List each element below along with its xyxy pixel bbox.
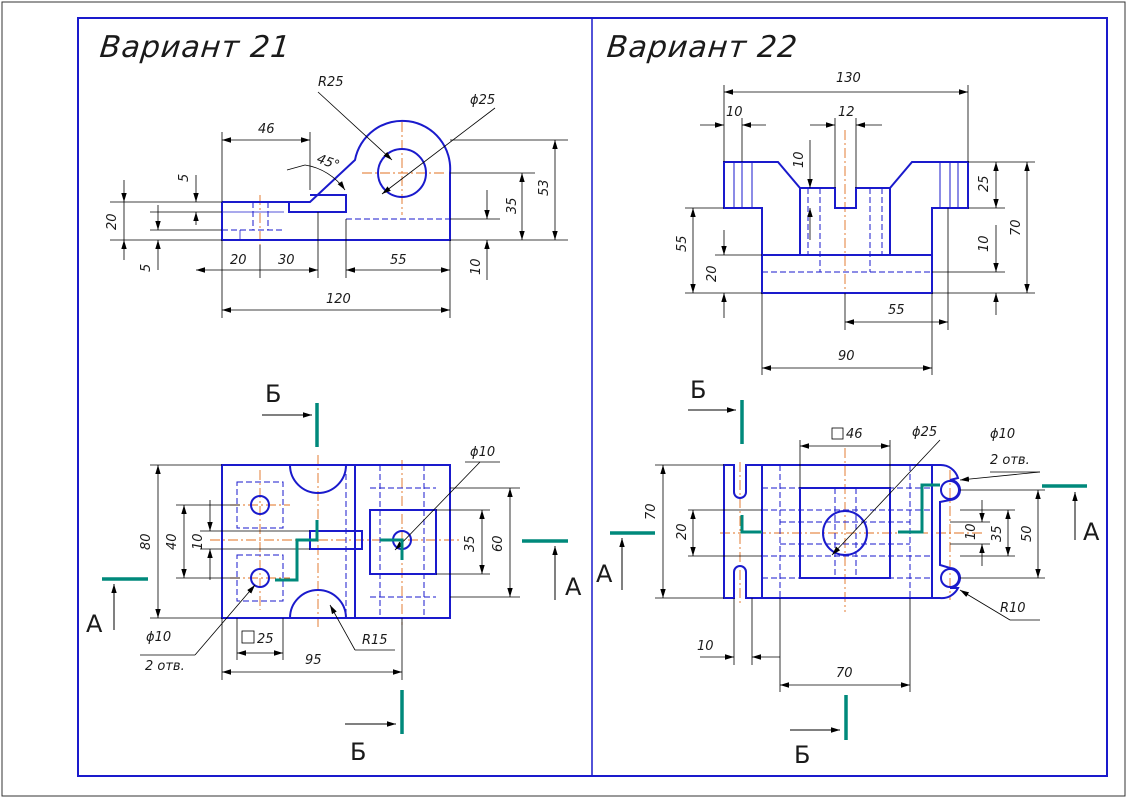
v21-dim-45deg: 45° xyxy=(315,152,342,174)
v21-dim-10: 10 xyxy=(191,533,206,550)
v21-section-b-top: Б xyxy=(265,380,281,408)
v22-dim-10-bottom: 10 xyxy=(697,639,714,654)
v22-dim-d25: ϕ25 xyxy=(912,425,937,440)
v21-section-b-bottom: Б xyxy=(350,738,366,766)
v21-section-a-left: А xyxy=(86,610,103,638)
v22-dim-50: 50 xyxy=(1020,525,1035,542)
v22-dim-55-left: 55 xyxy=(675,235,690,252)
v21-dim-46: 46 xyxy=(258,122,275,137)
v22-section-a-left: А xyxy=(596,560,613,588)
v21-dim-r15: R15 xyxy=(362,633,388,648)
v22-dim-25: 25 xyxy=(977,175,992,192)
v21-section-a-right: А xyxy=(565,573,582,601)
v22-dim-2-holes: 2 отв. xyxy=(990,453,1030,468)
v21-front-view: R25 ϕ25 46 45° 5 20 5 35 53 20 30 55 10 … xyxy=(105,75,568,318)
v21-dim-95: 95 xyxy=(305,653,322,668)
v22-dim-10-right: 10 xyxy=(964,523,979,540)
v22-dim-55: 55 xyxy=(888,303,905,318)
v21-dim-d25: ϕ25 xyxy=(470,93,495,108)
v22-section-b-top: Б xyxy=(690,376,706,404)
v21-dim-35: 35 xyxy=(505,197,520,214)
v22-dim-12: 12 xyxy=(838,105,855,120)
v22-dim-10-slot: 10 xyxy=(792,151,807,168)
v21-dim-10: 10 xyxy=(469,258,484,275)
v22-dim-130: 130 xyxy=(836,71,861,86)
v21-dim-60: 60 xyxy=(491,535,506,552)
v21-dim-5-top: 5 xyxy=(177,174,192,182)
v21-dim-2-holes: 2 отв. xyxy=(145,659,185,674)
v22-dim-70-left: 70 xyxy=(644,503,659,520)
v21-dim-30: 30 xyxy=(278,253,295,268)
v21-dim-20-left: 20 xyxy=(105,213,120,230)
v22-dim-10-right: 10 xyxy=(977,235,992,252)
v21-dim-r25: R25 xyxy=(318,75,344,90)
v21-dim-5-bottom: 5 xyxy=(139,264,154,272)
v22-dim-90: 90 xyxy=(838,349,855,364)
v21-dim-25: 25 xyxy=(257,632,274,647)
v22-dim-46: 46 xyxy=(846,427,863,442)
v22-front-view: 130 10 12 10 25 70 10 55 20 55 90 xyxy=(675,71,1035,375)
v22-section-a-right: А xyxy=(1083,518,1100,546)
v22-plan-view: 46 ϕ25 ϕ10 2 отв. 70 20 10 35 50 R10 10 … xyxy=(596,376,1100,769)
v21-dim-55: 55 xyxy=(390,253,407,268)
v22-dim-20: 20 xyxy=(705,265,720,282)
v22-dim-20: 20 xyxy=(675,523,690,540)
v21-dim-20: 20 xyxy=(230,253,247,268)
v22-dim-d10: ϕ10 xyxy=(990,427,1015,442)
v22-dim-r10: R10 xyxy=(1000,601,1026,616)
v21-dim-40: 40 xyxy=(165,533,180,550)
v21-dim-35: 35 xyxy=(463,535,478,552)
v22-section-b-bottom: Б xyxy=(794,741,810,769)
v21-dim-53: 53 xyxy=(537,179,552,196)
v21-dim-d10-holes: ϕ10 xyxy=(146,630,171,645)
v22-dim-35: 35 xyxy=(990,525,1005,542)
v22-dim-70: 70 xyxy=(1009,219,1024,236)
v22-dim-70-bottom: 70 xyxy=(836,666,853,681)
v22-dim-10-top: 10 xyxy=(726,105,743,120)
v21-dim-120: 120 xyxy=(326,292,351,307)
v21-dim-d10: ϕ10 xyxy=(470,445,495,460)
v21-plan-view: ϕ10 80 40 10 35 60 ϕ10 2 отв. 25 95 R15 xyxy=(86,380,582,766)
v21-dim-80: 80 xyxy=(139,533,154,550)
